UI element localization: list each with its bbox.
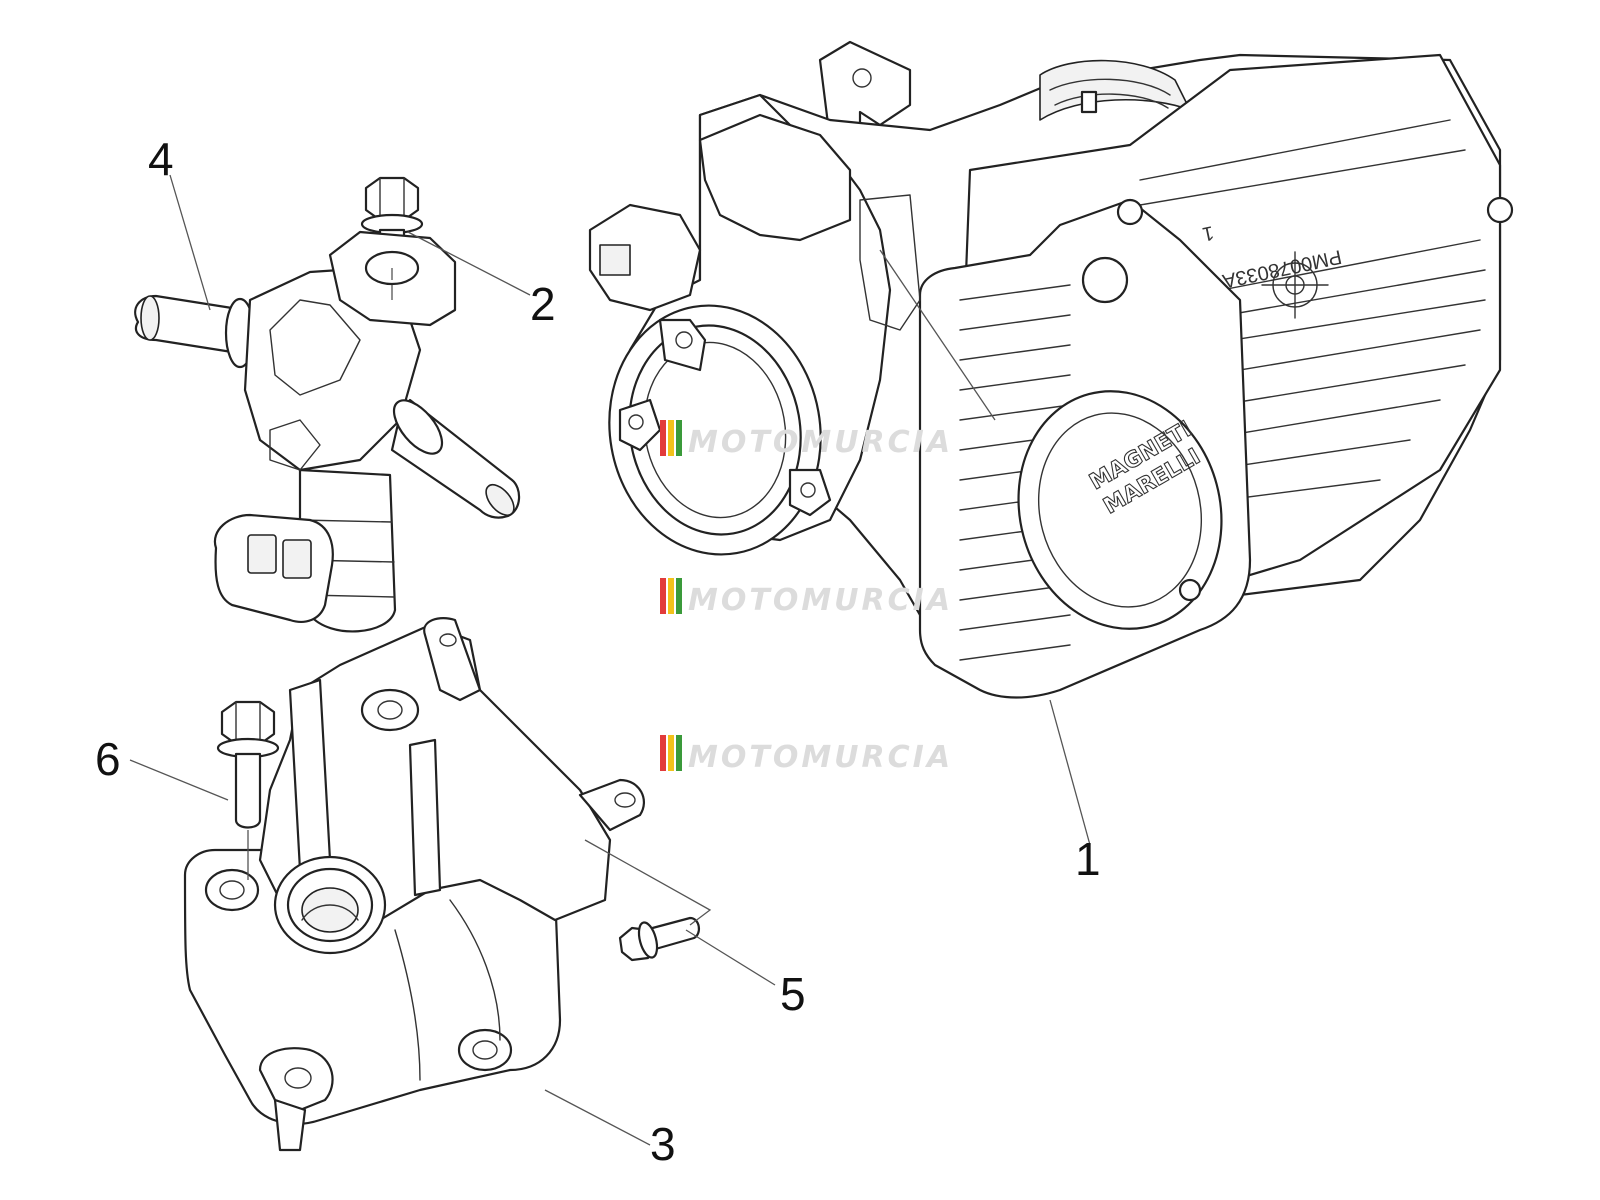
bolt-part-6 <box>216 700 280 829</box>
callout-1: 1 <box>1075 833 1101 885</box>
watermark-stripe-yellow <box>668 578 674 614</box>
intake-manifold <box>183 617 646 1152</box>
callout-2: 2 <box>530 278 556 330</box>
watermark-1: MOTOMURCIA <box>660 420 953 460</box>
watermark-text: MOTOMURCIA <box>688 740 953 775</box>
watermark-text: MOTOMURCIA <box>688 425 953 460</box>
callout-4: 4 <box>148 133 174 185</box>
watermark-text: MOTOMURCIA <box>688 583 953 618</box>
watermark-stripe-green <box>676 735 682 771</box>
watermark-stripe-red <box>660 735 666 771</box>
part-marking-sub: 1 <box>1200 221 1215 245</box>
watermark-stripe-yellow <box>668 735 674 771</box>
watermark-stripe-yellow <box>668 420 674 456</box>
crosshair-mark-icon <box>1261 251 1329 319</box>
watermark-stripe-green <box>676 420 682 456</box>
callout-3: 3 <box>650 1118 676 1170</box>
callout-6: 6 <box>95 733 121 785</box>
throttle-body: MAGNETI MARELLI PM0078033A 1 <box>588 40 1514 699</box>
watermark-stripe-green <box>676 578 682 614</box>
watermark-3: MOTOMURCIA <box>660 735 953 775</box>
watermark-stripe-red <box>660 420 666 456</box>
injector-and-rail <box>134 230 521 633</box>
bolt-part-5 <box>618 916 700 962</box>
callout-5: 5 <box>780 968 806 1020</box>
watermark-stripe-red <box>660 578 666 614</box>
leader-lines <box>129 174 1091 1146</box>
watermark-2: MOTOMURCIA <box>660 578 953 618</box>
